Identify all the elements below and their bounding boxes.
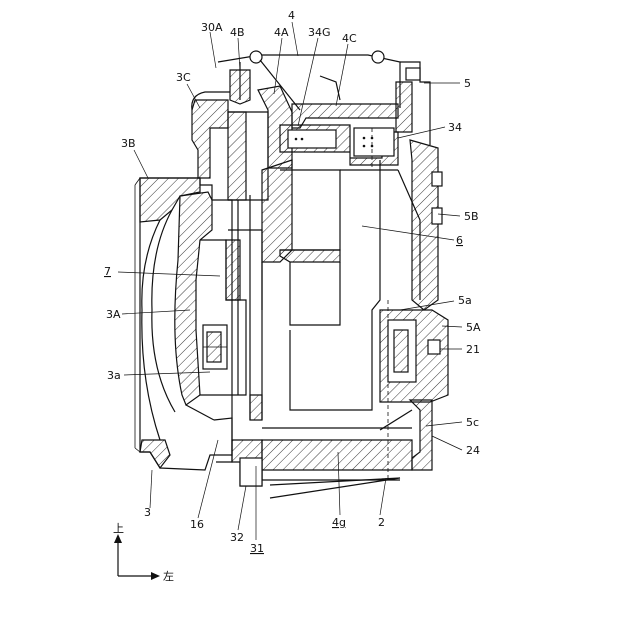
label-5: 5 <box>464 77 471 90</box>
label-3A: 3A <box>106 308 121 321</box>
label-5a: 5a <box>458 294 472 307</box>
label-3B: 3B <box>121 137 136 150</box>
up-direction-label: 上 <box>113 522 124 535</box>
label-16: 16 <box>190 518 204 531</box>
label-4: 4 <box>288 9 295 22</box>
label-7: 7 <box>104 265 111 278</box>
component-34 <box>280 125 398 170</box>
bearing-3a <box>203 325 227 369</box>
label-34: 34 <box>448 121 462 134</box>
label-4C: 4C <box>342 32 357 45</box>
label-3C: 3C <box>176 71 191 84</box>
label-3a: 3a <box>107 369 121 382</box>
label-3: 3 <box>144 506 151 519</box>
label-30A: 30A <box>201 21 223 34</box>
direction-indicator: 上 左 <box>113 522 174 583</box>
label-31: 31 <box>250 542 264 555</box>
label-6: 6 <box>456 234 463 247</box>
body-4 <box>218 51 400 420</box>
label-5c: 5c <box>466 416 479 429</box>
label-34G: 34G <box>308 26 331 39</box>
label-5B: 5B <box>464 210 479 223</box>
cover-5 <box>380 62 448 470</box>
label-32: 32 <box>230 531 244 544</box>
label-24: 24 <box>466 444 480 457</box>
label-4B: 4B <box>230 26 245 39</box>
label-4A: 4A <box>274 26 289 39</box>
label-21: 21 <box>466 343 480 356</box>
housing-3 <box>135 92 232 470</box>
label-5A: 5A <box>466 321 481 334</box>
label-2: 2 <box>378 516 385 529</box>
label-4g: 4g <box>332 516 346 529</box>
left-direction-label: 左 <box>163 570 174 583</box>
